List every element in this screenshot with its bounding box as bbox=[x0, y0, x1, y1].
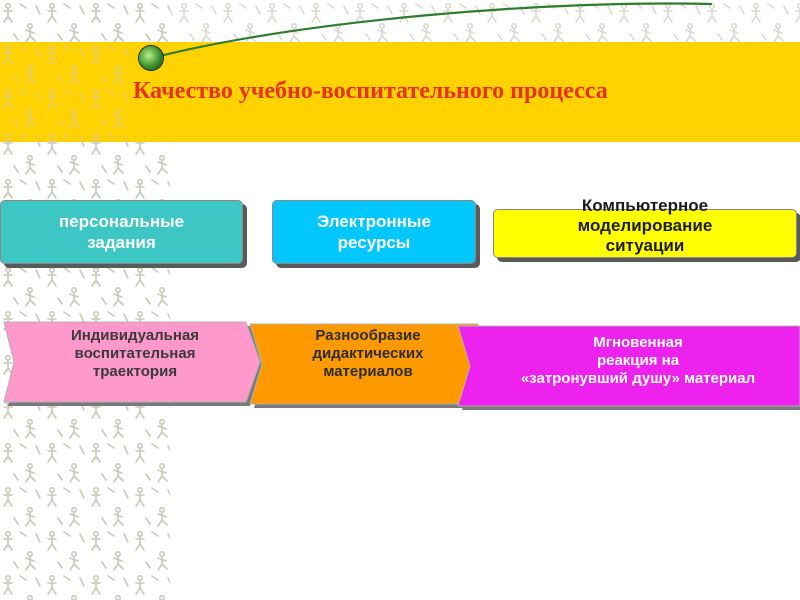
outcome-line: Индивидуальная bbox=[70, 327, 200, 344]
resource-line: Компьютерное bbox=[581, 196, 709, 215]
outcome-line: дидактических bbox=[312, 345, 424, 362]
resource-personal-tasks: персональные задания bbox=[0, 200, 243, 264]
outcome-line: материалов bbox=[323, 363, 413, 380]
outcome-didactic-materials: Разнообразие дидактических материалов bbox=[268, 327, 468, 381]
resource-line: ситуации bbox=[605, 236, 685, 255]
arrow-pink bbox=[3, 321, 261, 403]
resource-line: Электронные bbox=[317, 212, 431, 231]
outcome-line: Разнообразие bbox=[315, 327, 421, 344]
outcome-arrows bbox=[3, 321, 800, 410]
outcome-line: «затронувший душу» материал bbox=[520, 370, 756, 387]
outcome-instant-reaction: Мгновенная реакция на «затронувший душу»… bbox=[478, 334, 798, 388]
green-ball-icon bbox=[139, 46, 163, 70]
banner-pattern bbox=[0, 42, 130, 142]
outcome-line: Мгновенная bbox=[593, 334, 683, 351]
outcome-line: траектория bbox=[92, 363, 178, 380]
page-title: Качество учебно-воспитательного процесса bbox=[133, 78, 608, 104]
arrow-magenta bbox=[457, 325, 800, 407]
outcome-line: реакция на bbox=[596, 352, 680, 369]
resource-line: персональные bbox=[58, 212, 185, 231]
outcome-individual-trajectory: Индивидуальная воспитательная траектория bbox=[20, 327, 250, 381]
resource-electronic: Электронные ресурсы bbox=[272, 200, 476, 264]
resource-line: ресурсы bbox=[337, 233, 411, 252]
resource-computer-modeling: Компьютерное моделирование ситуации bbox=[493, 196, 797, 258]
outcome-line: воспитательная bbox=[74, 345, 196, 362]
resource-line: моделирование bbox=[577, 216, 713, 235]
resource-line: задания bbox=[87, 233, 156, 252]
